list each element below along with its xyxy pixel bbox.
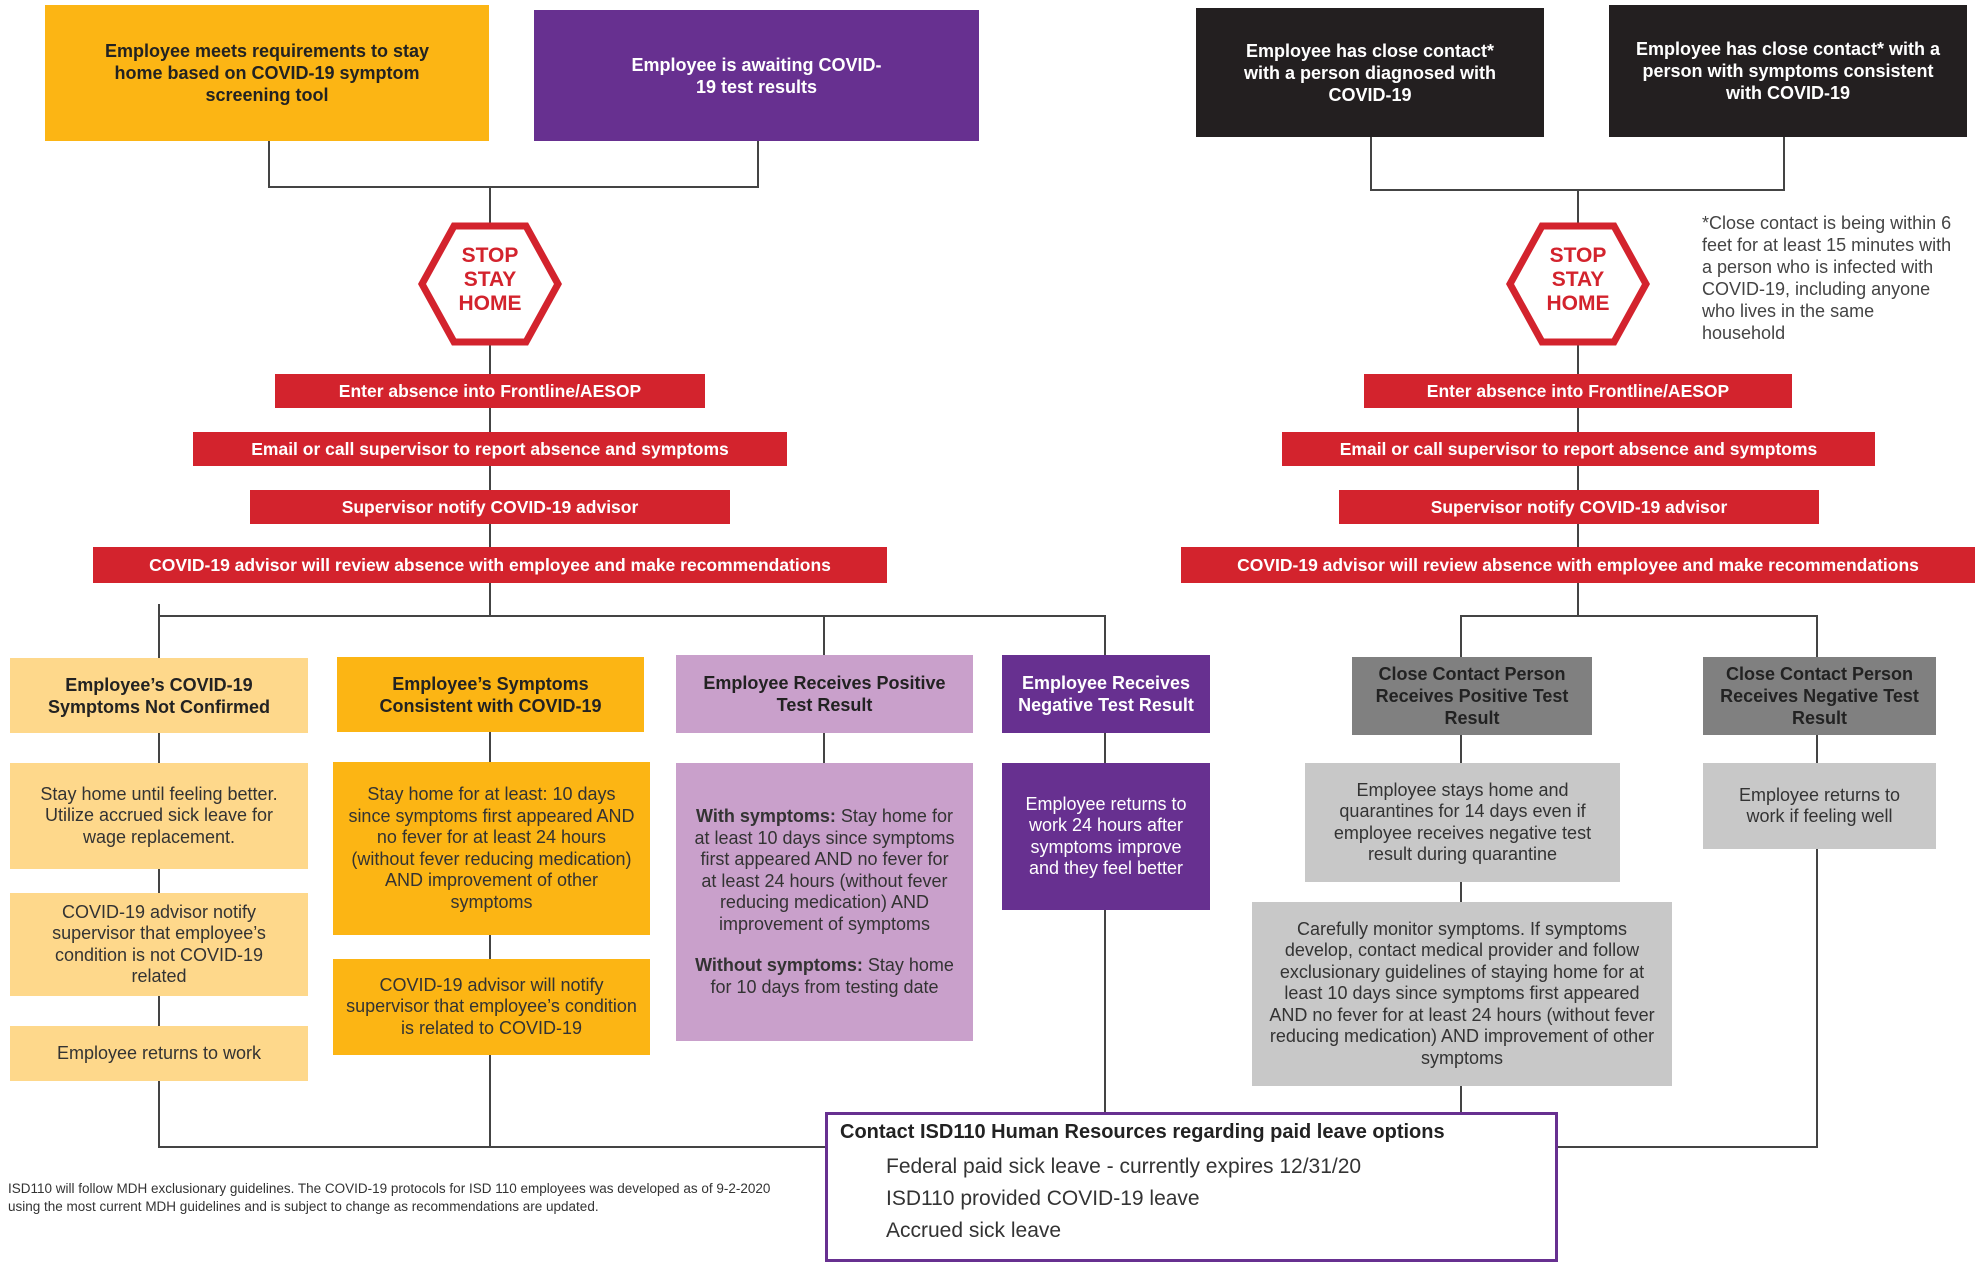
positive-with-symptoms: With symptoms: Stay home for at least 10… bbox=[694, 806, 955, 935]
step-advisor-review-right: COVID-19 advisor will review absence wit… bbox=[1181, 547, 1975, 583]
branch-title-contact-negative: Close Contact Person Receives Negative T… bbox=[1703, 657, 1936, 735]
top-box-contact-symptoms: Employee has close contact* with a perso… bbox=[1609, 5, 1967, 137]
hr-contact-box: Contact ISD110 Human Resources regarding… bbox=[825, 1112, 1558, 1262]
step-email-supervisor-left: Email or call supervisor to report absen… bbox=[193, 432, 787, 466]
hr-title: Contact ISD110 Human Resources regarding… bbox=[840, 1121, 1445, 1143]
step-email-supervisor-right: Email or call supervisor to report absen… bbox=[1282, 432, 1875, 466]
with-symptoms-label: With symptoms: bbox=[696, 806, 836, 826]
stop-sign-right: STOP STAY HOME bbox=[1506, 222, 1650, 346]
positive-without-symptoms: Without symptoms: Stay home for 10 days … bbox=[694, 955, 955, 998]
step-advisor-review-left: COVID-19 advisor will review absence wit… bbox=[93, 547, 887, 583]
stop-sign-text: STOP STAY HOME bbox=[418, 244, 562, 316]
contact-negative-step-1: Employee returns to work if feeling well bbox=[1703, 763, 1936, 849]
contact-positive-step-1: Employee stays home and quarantines for … bbox=[1305, 763, 1620, 882]
hr-item-federal-leave: Federal paid sick leave - currently expi… bbox=[886, 1155, 1362, 1178]
without-symptoms-text: Stay home for 10 days from testing date bbox=[710, 955, 954, 997]
branch-title-not-confirmed: Employee’s COVID-19 Symptoms Not Confirm… bbox=[10, 658, 308, 733]
stop-sign-icon bbox=[1506, 222, 1650, 346]
stop-sign-icon bbox=[418, 222, 562, 346]
top-box-contact-diagnosed: Employee has close contact* with a perso… bbox=[1196, 8, 1544, 137]
home-label: HOME bbox=[458, 292, 522, 315]
step-enter-absence-right: Enter absence into Frontline/AESOP bbox=[1364, 374, 1792, 408]
hr-item-isd110-leave: ISD110 provided COVID-19 leave bbox=[886, 1187, 1200, 1210]
with-symptoms-text: Stay home for at least 10 days since sym… bbox=[694, 806, 955, 934]
step-notify-advisor-right: Supervisor notify COVID-19 advisor bbox=[1339, 490, 1819, 524]
branch-title-positive: Employee Receives Positive Test Result bbox=[676, 655, 973, 733]
consistent-step-2: COVID-19 advisor will notify supervisor … bbox=[333, 959, 650, 1055]
stop-sign-left: STOP STAY HOME bbox=[418, 222, 562, 346]
top-box-awaiting-results: Employee is awaiting COVID-19 test resul… bbox=[534, 10, 979, 141]
step-notify-advisor-left: Supervisor notify COVID-19 advisor bbox=[250, 490, 730, 524]
positive-step-1: With symptoms: Stay home for at least 10… bbox=[676, 763, 973, 1041]
not-confirmed-step-3: Employee returns to work bbox=[10, 1026, 308, 1081]
stop-label: STOP bbox=[1549, 244, 1607, 267]
contact-positive-step-2: Carefully monitor symptoms. If symptoms … bbox=[1252, 902, 1672, 1086]
hr-item-accrued-leave: Accrued sick leave bbox=[886, 1219, 1062, 1242]
stop-sign-text: STOP STAY HOME bbox=[1506, 244, 1650, 316]
step-enter-absence-left: Enter absence into Frontline/AESOP bbox=[275, 374, 705, 408]
home-label: HOME bbox=[1546, 292, 1610, 315]
close-contact-note: *Close contact is being within 6 feet fo… bbox=[1702, 213, 1952, 343]
footer-note: ISD110 will follow MDH exclusionary guid… bbox=[8, 1181, 771, 1214]
stay-label: STAY bbox=[1551, 268, 1605, 291]
consistent-step-1: Stay home for at least: 10 days since sy… bbox=[333, 762, 650, 935]
without-symptoms-label: Without symptoms: bbox=[695, 955, 863, 975]
branch-title-negative: Employee Receives Negative Test Result bbox=[1002, 655, 1210, 733]
branch-title-contact-positive: Close Contact Person Receives Positive T… bbox=[1352, 657, 1592, 735]
not-confirmed-step-2: COVID-19 advisor notify supervisor that … bbox=[10, 893, 308, 996]
negative-step-1: Employee returns to work 24 hours after … bbox=[1002, 763, 1210, 910]
stay-label: STAY bbox=[463, 268, 517, 291]
branch-title-consistent: Employee’s Symptoms Consistent with COVI… bbox=[337, 657, 644, 732]
top-box-screening-tool: Employee meets requirements to stay home… bbox=[45, 5, 489, 141]
not-confirmed-step-1: Stay home until feeling better. Utilize … bbox=[10, 763, 308, 869]
stop-label: STOP bbox=[461, 244, 519, 267]
